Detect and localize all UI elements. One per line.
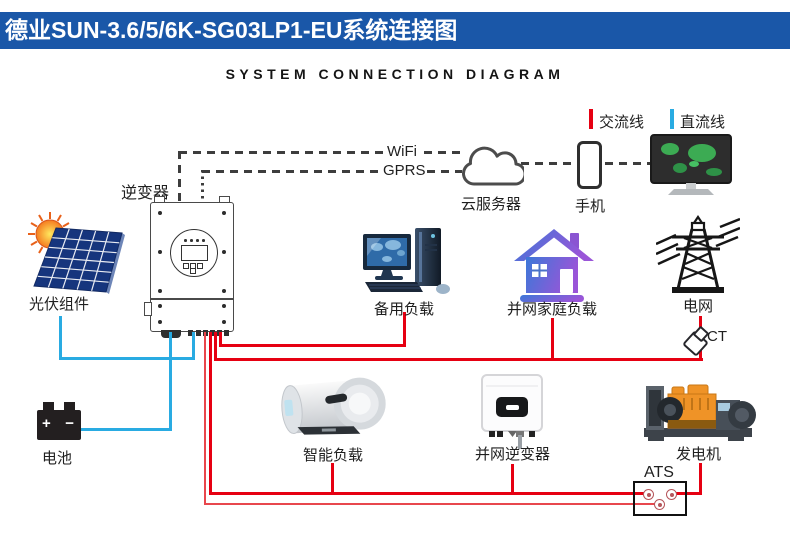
- ac-wire-gridtie-stub: [511, 464, 514, 494]
- smart-load-label: 智能负载: [303, 447, 364, 464]
- wifi-dashed-line-right: [424, 151, 462, 154]
- inverter-pv-wire: [192, 332, 195, 360]
- hybrid-inverter-icon: [144, 196, 234, 332]
- wifi-dashed-drop: [178, 151, 181, 203]
- house-icon: [514, 229, 594, 302]
- ats-terminal-left: [643, 489, 654, 500]
- home-load-label: 并网家庭负载: [507, 301, 598, 318]
- battery-label: 电池: [42, 450, 73, 467]
- ac-wire-homeload-stub: [551, 318, 554, 361]
- ac-wire-generator-v: [699, 463, 702, 495]
- desktop-computer-icon: [363, 228, 450, 294]
- battery-icon: + −: [37, 402, 81, 440]
- page-title: SYSTEM CONNECTION DIAGRAM: [225, 66, 565, 82]
- wifi-label: WiFi: [387, 143, 417, 160]
- battery-minus: −: [65, 415, 74, 432]
- ac-wire-ats-v1: [209, 332, 212, 494]
- phone-icon: [577, 141, 602, 189]
- legend-ac-label: 交流线: [599, 114, 645, 131]
- inverter-display: [170, 229, 218, 277]
- gprs-dotted-drop: [201, 170, 204, 203]
- legend-dc-label: 直流线: [680, 114, 726, 131]
- cloud-phone-dashed-line: [521, 162, 576, 165]
- ats-terminal-center: [654, 499, 665, 510]
- grid-label: 电网: [683, 298, 714, 315]
- phone-label: 手机: [575, 198, 606, 215]
- wifi-dashed-line-left: [179, 151, 384, 154]
- ac-wire-ats-h: [209, 492, 649, 495]
- phone-monitor-dashed-line: [605, 162, 650, 165]
- ats-box: [633, 481, 687, 516]
- gprs-dashed-line-left: [202, 170, 381, 173]
- monitor-icon: [650, 134, 732, 195]
- inverter-battery-wire: [169, 332, 172, 431]
- pv-label: 光伏组件: [29, 296, 90, 313]
- grid-tie-inverter-label: 并网逆变器: [475, 446, 551, 463]
- water-heater-icon: [281, 377, 386, 435]
- ac-wire-ats2-h: [204, 503, 660, 505]
- legend-ac-swatch: [589, 109, 593, 129]
- ac-wire-backup-h: [219, 344, 406, 347]
- ac-wire-backup-stub: [403, 312, 406, 347]
- cloud-label: 云服务器: [461, 196, 522, 213]
- ac-wire-grid-h: [214, 358, 703, 361]
- generator-label: 发电机: [676, 446, 722, 463]
- ct-label: CT: [707, 328, 727, 345]
- legend-dc-swatch: [670, 109, 674, 129]
- ac-wire-backup-v1: [219, 332, 222, 347]
- banner-title: 德业SUN-3.6/5/6K-SG03LP1-EU系统连接图: [0, 12, 790, 49]
- solar-panel-icon: [33, 227, 125, 294]
- battery-dc-wire-h: [79, 428, 171, 431]
- pv-dc-wire: [59, 316, 62, 360]
- grid-tie-inverter-icon: [481, 374, 543, 449]
- gprs-label: GPRS: [383, 162, 426, 179]
- generator-icon: [644, 384, 756, 441]
- gprs-dashed-line-right: [427, 170, 462, 173]
- backup-load-label: 备用负载: [374, 301, 435, 318]
- cloud-icon: [462, 146, 524, 186]
- ac-wire-ats2-v: [204, 332, 206, 505]
- ac-wire-smartload-stub: [331, 463, 334, 494]
- grid-tower-icon: [656, 215, 740, 293]
- ats-label: ATS: [644, 464, 674, 481]
- pv-dc-wire-h: [59, 357, 195, 360]
- ats-terminal-right: [666, 489, 677, 500]
- battery-plus: +: [42, 415, 51, 432]
- ac-wire-grid-v1: [214, 332, 217, 361]
